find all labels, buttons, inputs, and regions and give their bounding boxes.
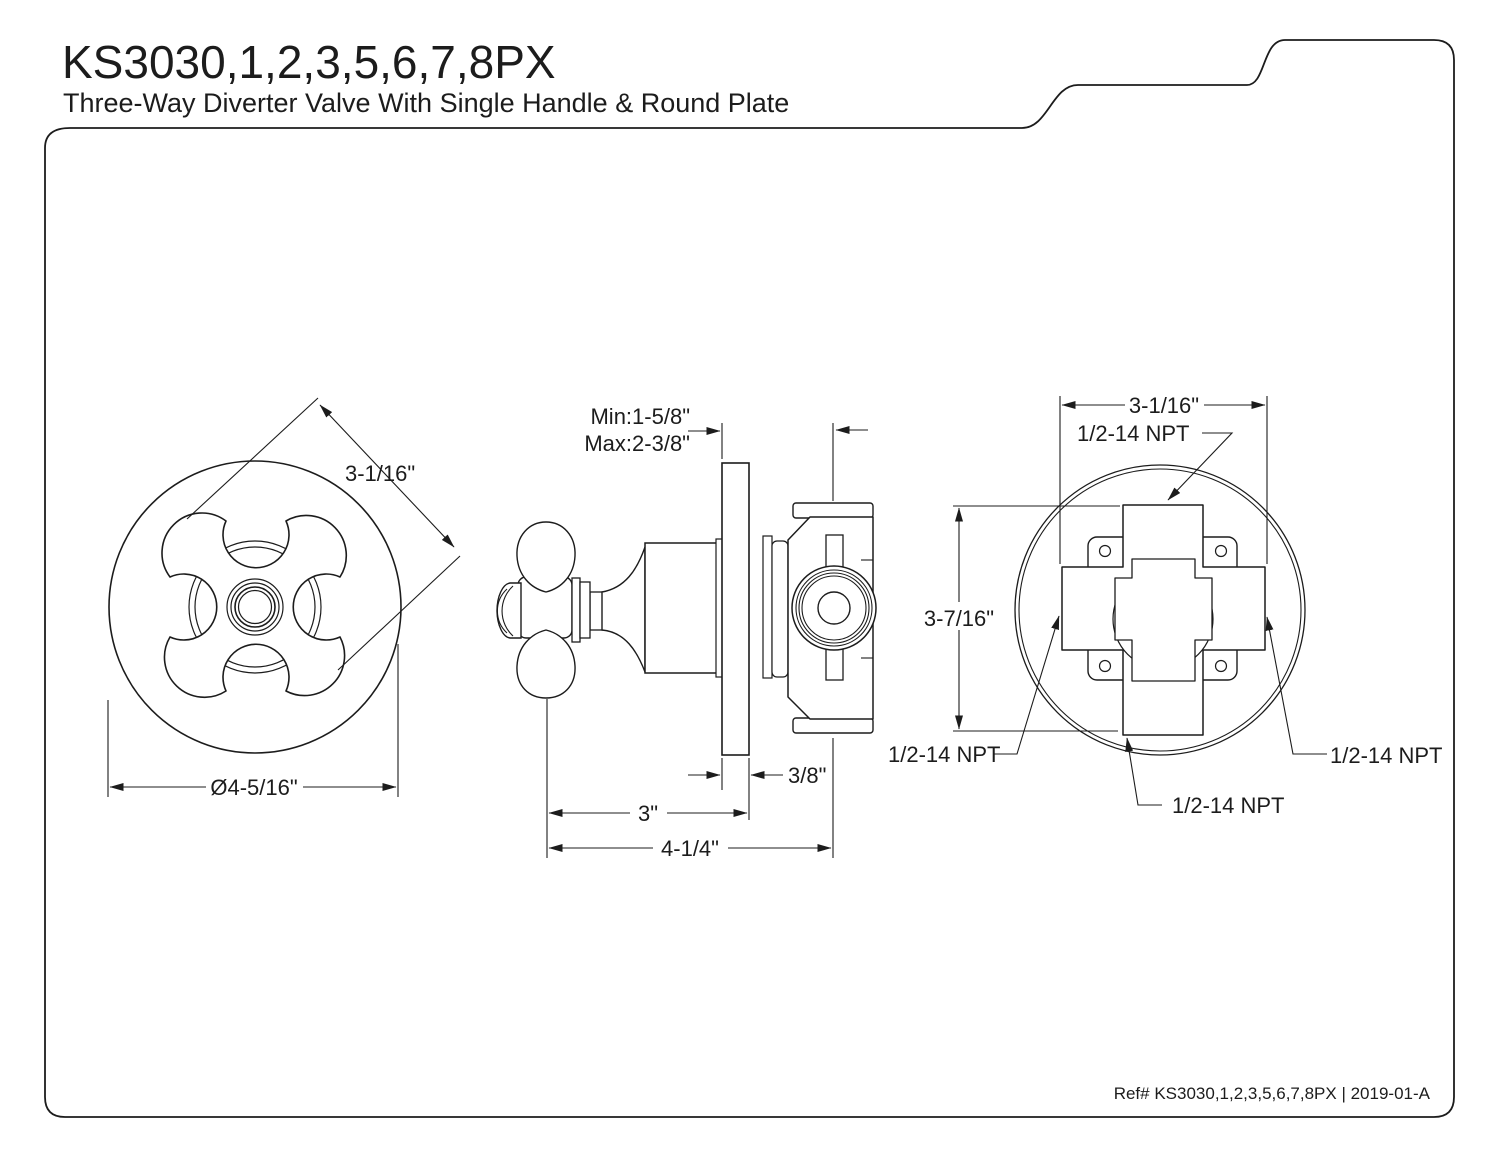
- side-body-top-cap: [792, 502, 874, 519]
- side-max-depth-label: Max:2-3/8": [584, 431, 690, 456]
- side-dim-plate-thickness: [688, 758, 783, 820]
- front-escutcheon-ring-outer: [188, 540, 322, 674]
- side-handle-front-dome: [496, 582, 522, 639]
- back-inner-cross: [1114, 558, 1213, 682]
- footer-ref: Ref# KS3030,1,2,3,5,6,7,8PX | 2019-01-A: [1114, 1084, 1431, 1103]
- side-collar-ring: [579, 581, 591, 639]
- side-dim-wall-depth: [688, 423, 868, 501]
- front-dim-diameter-label: Ø4-5/16": [210, 775, 297, 800]
- label-mask: [206, 773, 303, 799]
- front-escutcheon-ring-inner: [194, 546, 316, 668]
- side-plate: [721, 462, 750, 756]
- side-port-ring-3: [798, 572, 870, 644]
- dimension-line: [319, 404, 455, 548]
- side-port-ring-4: [801, 575, 867, 641]
- front-hub-ring-3: [234, 586, 276, 628]
- page-subtitle: Three-Way Diverter Valve With Single Han…: [63, 88, 789, 118]
- side-bell: [601, 546, 646, 673]
- side-view: [496, 462, 877, 756]
- back-npt-left-label: 1/2-14 NPT: [888, 742, 1001, 767]
- side-handle-bottom-lobe: [516, 629, 576, 699]
- back-view: [1014, 464, 1306, 756]
- back-npt-right-label: 1/2-14 NPT: [1330, 743, 1443, 768]
- side-body-bottom-cap: [792, 717, 874, 734]
- leader-line-left-port: [993, 615, 1060, 755]
- side-dim-three-inch: [546, 699, 748, 858]
- leader-line-top-port: [1167, 432, 1234, 501]
- side-collar-ring: [571, 577, 581, 643]
- extension-line: [186, 397, 319, 520]
- back-plate-circle-outer: [1014, 464, 1306, 756]
- back-npt-leaders: [993, 432, 1327, 806]
- front-hub-ring-4: [237, 589, 273, 625]
- front-hub-ring-2: [230, 582, 280, 632]
- front-view: [108, 460, 402, 754]
- label-mask: [1125, 393, 1204, 417]
- leader-line-bottom-port: [1125, 737, 1162, 806]
- side-handle-top-lobe: [516, 521, 576, 593]
- side-dome-ring: [501, 585, 514, 637]
- side-port-ring-2: [795, 569, 873, 647]
- back-npt-top-label: 1/2-14 NPT: [1077, 421, 1190, 446]
- back-npt-bottom-label: 1/2-14 NPT: [1172, 793, 1285, 818]
- leader-line-right-port: [1265, 616, 1327, 755]
- page-title: KS3030,1,2,3,5,6,7,8PX: [62, 36, 556, 88]
- front-hub-ring-1: [226, 578, 284, 636]
- label-mask: [653, 836, 728, 860]
- side-port-ring-outer: [791, 565, 877, 651]
- back-screw-hole: [1214, 544, 1228, 558]
- back-screw-hole: [1098, 544, 1112, 558]
- back-plate-circle-inner: [1018, 468, 1302, 752]
- side-bonnet-ring: [762, 535, 773, 679]
- side-dome-ring: [496, 588, 508, 634]
- side-thickness-label: 3/8": [788, 763, 826, 788]
- extension-line: [337, 555, 461, 671]
- side-min-depth-label: Min:1-5/8": [590, 404, 690, 429]
- sheet-border: [44, 39, 1455, 1118]
- front-dim-handle-diagonal: [186, 397, 461, 671]
- back-width-label: 3-1/16": [1129, 393, 1199, 418]
- side-overall-label: 4-1/4": [661, 836, 719, 861]
- side-port-bore: [817, 591, 851, 625]
- side-sleeve: [644, 542, 720, 674]
- side-three-inch-label: 3": [638, 801, 658, 826]
- back-height-label: 3-7/16": [924, 606, 994, 631]
- back-screw-hole: [1098, 659, 1112, 673]
- front-cross-handle: [161, 512, 348, 699]
- label-mask: [919, 602, 1000, 630]
- front-dim-diagonal-label: 3-1/16": [345, 461, 415, 486]
- label-mask: [630, 801, 667, 824]
- back-screw-hole: [1214, 659, 1228, 673]
- side-bonnet: [771, 540, 789, 678]
